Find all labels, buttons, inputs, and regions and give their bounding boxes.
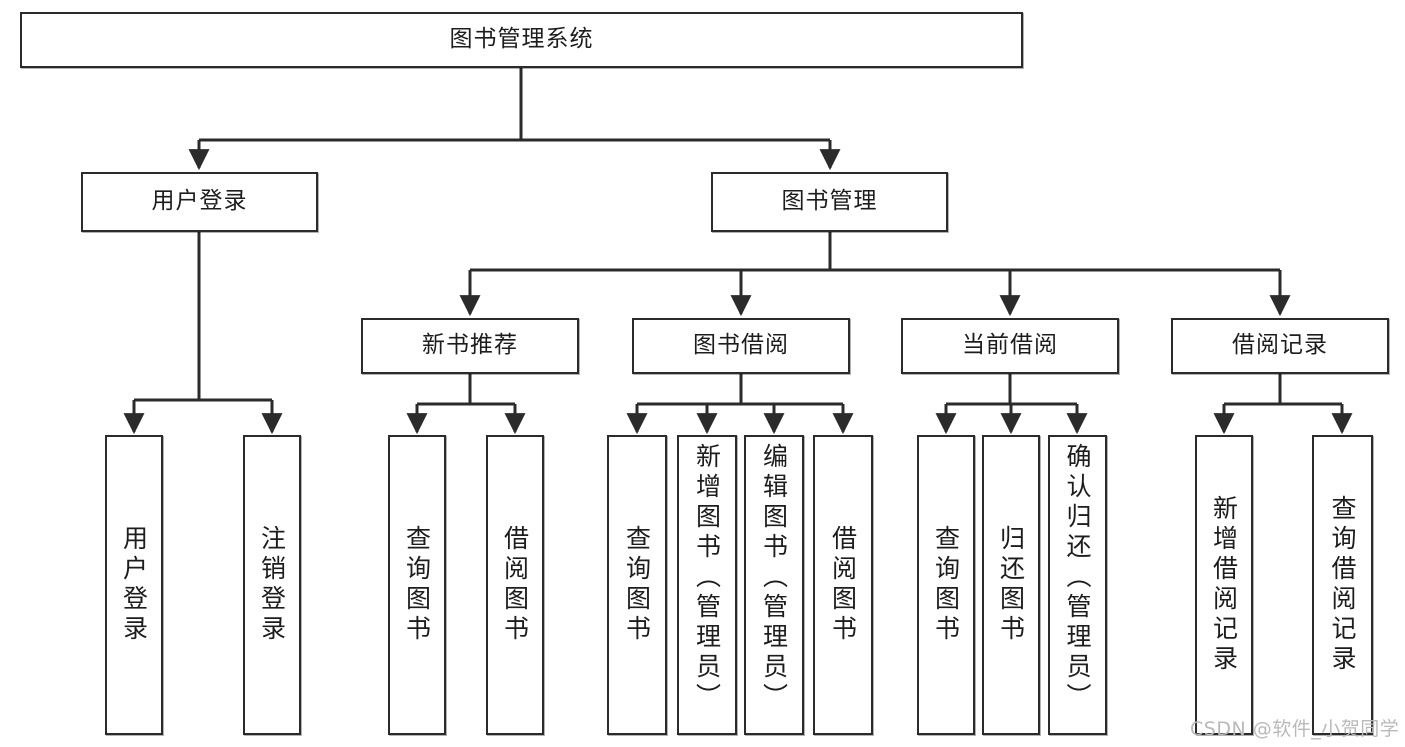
node-book-borrow[interactable]: 图书借阅	[632, 318, 850, 374]
node-label: 图书管理系统	[449, 26, 594, 53]
node-new-book-recommend[interactable]: 新书推荐	[361, 318, 579, 374]
node-current-borrow[interactable]: 当前借阅	[901, 318, 1119, 374]
node-label: 新书推荐	[422, 332, 518, 359]
leaf-logout[interactable]: 注销登录	[243, 435, 301, 735]
leaf-return-book[interactable]: 归还图书	[982, 435, 1040, 735]
csdn-watermark: CSDN @软件_小贺同学	[1190, 718, 1400, 740]
leaf-edit-book-admin[interactable]: 编辑图书（管理员）	[744, 435, 804, 735]
leaf-borrow-book-borrow[interactable]: 借阅图书	[813, 435, 873, 735]
node-book-manage[interactable]: 图书管理	[711, 172, 948, 232]
leaf-add-book-admin[interactable]: 新增图书（管理员）	[677, 435, 737, 735]
leaf-query-borrow-record[interactable]: 查询借阅记录	[1312, 435, 1373, 735]
node-label: 用户登录	[119, 525, 149, 645]
node-label: 查询图书	[931, 525, 961, 645]
node-label: 查询借阅记录	[1328, 495, 1357, 675]
leaf-borrow-book-recommend[interactable]: 借阅图书	[486, 435, 544, 735]
node-label: 当前借阅	[962, 332, 1058, 359]
leaf-query-book-current[interactable]: 查询图书	[917, 435, 975, 735]
node-borrow-record[interactable]: 借阅记录	[1171, 318, 1389, 374]
leaf-query-book-recommend[interactable]: 查询图书	[388, 435, 446, 735]
node-label: 确认归还（管理员）	[1063, 443, 1092, 713]
node-label: 图书管理	[781, 188, 878, 215]
node-root-system[interactable]: 图书管理系统	[20, 12, 1023, 68]
node-label: 借阅记录	[1232, 332, 1328, 359]
leaf-confirm-return-admin[interactable]: 确认归还（管理员）	[1048, 435, 1107, 735]
leaf-user-login[interactable]: 用户登录	[105, 435, 163, 735]
node-label: 新增借阅记录	[1209, 495, 1239, 675]
node-label: 图书借阅	[693, 332, 789, 359]
node-label: 查询图书	[622, 525, 652, 645]
node-label: 编辑图书（管理员）	[759, 443, 789, 713]
node-user-login[interactable]: 用户登录	[81, 172, 318, 232]
node-label: 用户登录	[151, 188, 248, 215]
node-label: 查询图书	[402, 525, 432, 645]
leaf-query-book-borrow[interactable]: 查询图书	[607, 435, 667, 735]
leaf-add-borrow-record[interactable]: 新增借阅记录	[1195, 435, 1253, 735]
node-label: 新增图书（管理员）	[692, 443, 722, 713]
node-label: 注销登录	[257, 525, 287, 645]
node-label: 归还图书	[996, 525, 1026, 645]
node-label: 借阅图书	[500, 525, 530, 645]
node-label: 借阅图书	[828, 525, 858, 645]
